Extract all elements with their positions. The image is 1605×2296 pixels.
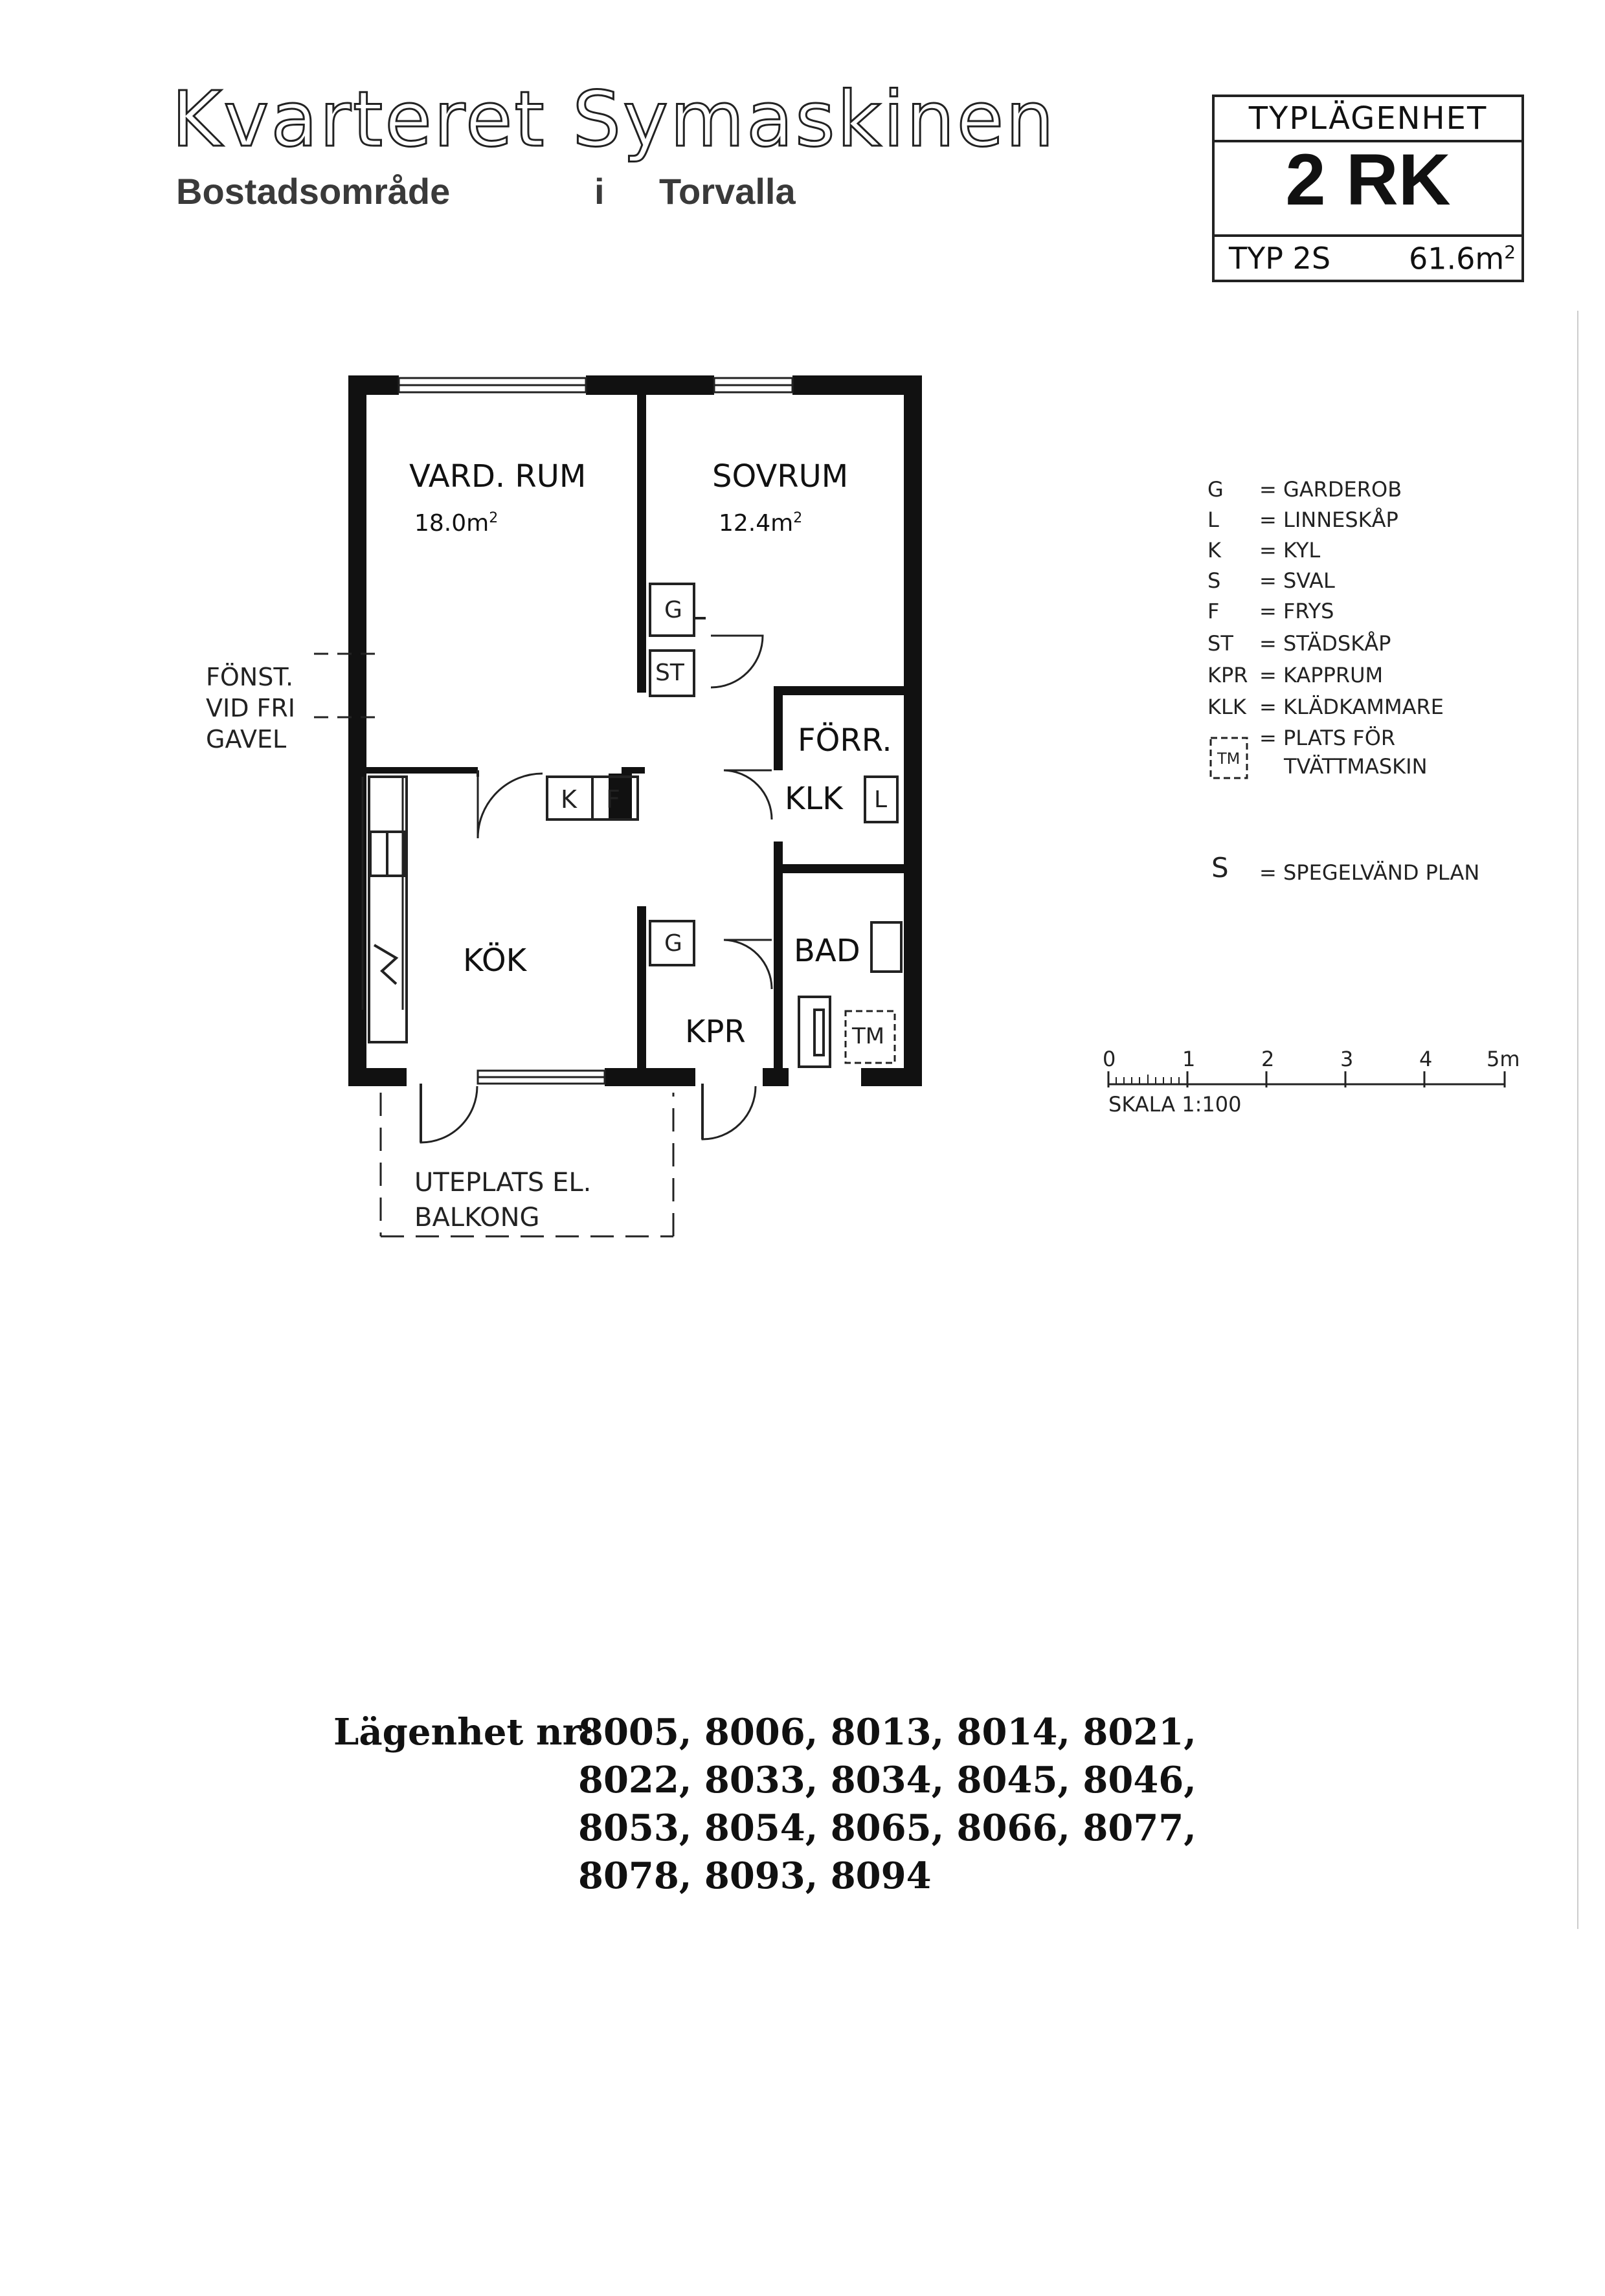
type-box-rooms: 2 RK <box>1285 139 1451 220</box>
room-coatroom-name: KPR <box>685 1014 746 1050</box>
legend-code-kpr: KPR <box>1207 663 1248 687</box>
apartment-list-label: Lägenhet nr: <box>333 1711 595 1754</box>
subtitle-preposition: i <box>594 171 605 212</box>
scale-tick-5: 5m <box>1487 1047 1520 1071</box>
type-box-area: 61.6m2 <box>1409 241 1516 276</box>
legend-code-l: L <box>1207 507 1219 532</box>
apartment-list-line-4: 8078, 8093, 8094 <box>578 1855 932 1897</box>
scale-tick-4: 4 <box>1419 1047 1433 1071</box>
legend-desc-klk: = KLÄDKAMMARE <box>1259 695 1444 719</box>
legend-code-mirrored: S <box>1211 852 1229 884</box>
legend-desc-tm-2: TVÄTTMASKIN <box>1284 754 1428 779</box>
legend-code-tm: TM <box>1217 750 1240 768</box>
apartment-list-line-3: 8053, 8054, 8065, 8066, 8077, <box>578 1807 1196 1849</box>
room-living-name: VARD. RUM <box>409 458 587 495</box>
type-box-label: TYPLÄGENHET <box>1215 97 1521 142</box>
scale-label: SKALA 1:100 <box>1108 1092 1242 1117</box>
legend-desc-g: = GARDEROB <box>1259 477 1402 502</box>
room-bedroom-area: 12.4m2 <box>719 510 803 537</box>
scale-tick-3: 3 <box>1340 1047 1354 1071</box>
legend-code-s: S <box>1207 568 1221 593</box>
room-walkin-closet-name: KLK <box>785 781 843 817</box>
room-storage-name: FÖRR. <box>798 722 892 759</box>
type-box-type: TYP 2S <box>1229 241 1331 276</box>
gable-window-note: FÖNST. VID FRI GAVEL <box>206 663 296 753</box>
fixture-freezer-label: F <box>606 785 620 814</box>
legend-code-st: ST <box>1207 631 1233 656</box>
legend-desc-tm-1: = PLATS FÖR <box>1259 726 1396 750</box>
project-title: Kvarteret Symaskinen <box>171 74 1056 164</box>
fixture-coat-wardrobe-label: G <box>664 930 682 957</box>
fixture-cleaning-cupboard-label: ST <box>655 660 684 686</box>
scale-tick-1: 1 <box>1182 1047 1196 1071</box>
legend-desc-l: = LINNESKÅP <box>1259 507 1398 532</box>
legend-desc-mirrored: = SPEGELVÄND PLAN <box>1259 860 1480 885</box>
room-living-area: 18.0m2 <box>414 510 499 537</box>
scale-tick-2: 2 <box>1261 1047 1275 1071</box>
legend-code-k: K <box>1207 538 1221 563</box>
legend-desc-f: = FRYS <box>1259 599 1334 623</box>
fixture-washing-machine-label: TM <box>852 1023 885 1049</box>
legend-code-g: G <box>1207 477 1224 502</box>
legend-desc-st: = STÄDSKÅP <box>1259 631 1391 656</box>
fixture-wardrobe-label: G <box>664 597 682 623</box>
room-kitchen-name: KÖK <box>463 942 527 979</box>
legend-code-klk: KLK <box>1207 695 1246 719</box>
room-bath-name: BAD <box>794 933 860 969</box>
room-bedroom-name: SOVRUM <box>712 458 849 495</box>
patio-label: UTEPLATS EL. BALKONG <box>414 1168 592 1232</box>
fixture-linen-cupboard-label: L <box>874 786 888 813</box>
apartment-list-line-2: 8022, 8033, 8034, 8045, 8046, <box>578 1759 1196 1801</box>
legend-code-f: F <box>1207 599 1220 623</box>
legend-desc-kpr: = KAPPRUM <box>1259 663 1384 687</box>
legend-desc-k: = KYL <box>1259 538 1321 563</box>
subtitle-area: Bostadsområde <box>176 171 451 212</box>
subtitle-location: Torvalla <box>659 171 796 212</box>
scan-edge-line <box>1577 311 1578 1929</box>
scale-tick-0: 0 <box>1103 1047 1116 1071</box>
apartment-type-box: TYPLÄGENHET 2 RK TYP 2S 61.6m2 <box>1212 95 1524 282</box>
legend-desc-s: = SVAL <box>1259 568 1335 593</box>
apartment-list-line-1: 8005, 8006, 8013, 8014, 8021, <box>578 1711 1196 1754</box>
fixture-fridge-label: K <box>561 785 577 814</box>
